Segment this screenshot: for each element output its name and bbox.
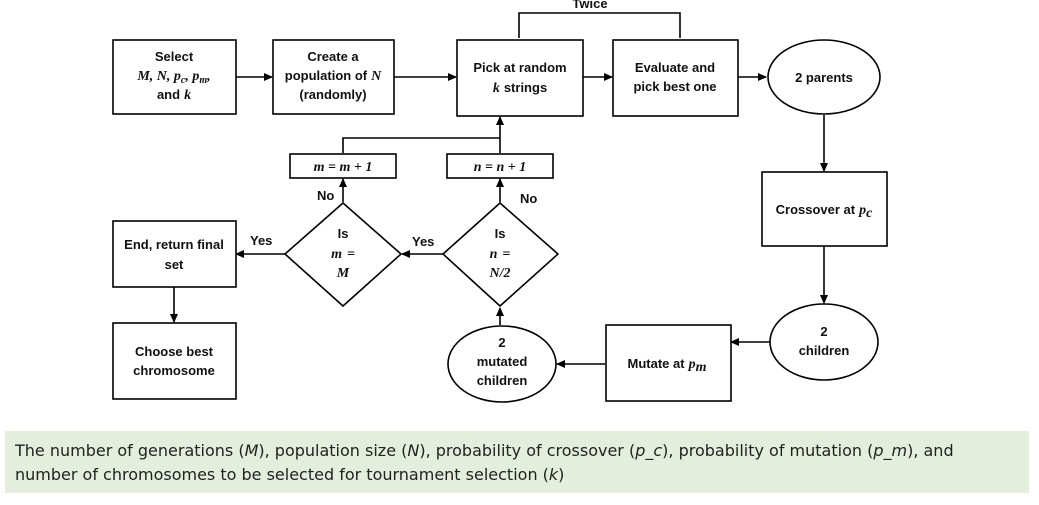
svg-text:Create a: Create a xyxy=(307,49,359,64)
svg-text:2 parents: 2 parents xyxy=(795,70,853,85)
svg-text:population ofN: population ofN xyxy=(285,68,382,84)
two-parents-ellipse: 2 parents xyxy=(767,39,881,115)
svg-text:set: set xyxy=(165,257,184,272)
yes-label-n: Yes xyxy=(412,234,434,249)
svg-text:children: children xyxy=(799,343,850,358)
svg-text:n = n + 1: n = n + 1 xyxy=(474,160,527,175)
decision-m-diamond: Is m= M xyxy=(283,201,403,308)
no-label-n: No xyxy=(520,191,537,206)
caption-text: The number of generations (M), populatio… xyxy=(15,441,954,484)
line-increment-m-to-pick xyxy=(342,137,500,153)
yes-label-m: Yes xyxy=(250,233,272,248)
svg-text:m = m + 1: m = m + 1 xyxy=(314,160,373,175)
caption-box: The number of generations (M), populatio… xyxy=(5,431,1029,493)
svg-text:Is: Is xyxy=(338,226,349,241)
svg-text:(randomly): (randomly) xyxy=(299,87,366,102)
svg-text:m=: m= xyxy=(331,247,355,262)
svg-text:Is: Is xyxy=(495,226,506,241)
connectors xyxy=(170,12,828,368)
svg-text:Select: Select xyxy=(155,49,194,64)
choose-best-box: Choose best chromosome xyxy=(112,322,237,400)
svg-text:Evaluate and: Evaluate and xyxy=(635,60,715,75)
svg-text:N/2: N/2 xyxy=(489,266,511,281)
increment-n-box: n = n + 1 xyxy=(446,153,554,179)
mutated-children-ellipse: 2 mutated children xyxy=(447,325,557,403)
svg-text:mutated: mutated xyxy=(477,354,528,369)
twice-label: Twice xyxy=(572,0,607,11)
twice-loop-line xyxy=(518,12,681,38)
svg-text:chromosome: chromosome xyxy=(133,363,215,378)
svg-text:n=: n= xyxy=(490,247,511,262)
two-children-ellipse: 2 children xyxy=(769,303,879,381)
svg-text:children: children xyxy=(477,373,528,388)
decision-n-diamond: Is n= N/2 xyxy=(441,201,560,308)
svg-text:M: M xyxy=(336,266,350,281)
genetic-algorithm-flowchart: Twice No No Yes Yes Select M, N, pc, pm,… xyxy=(112,0,888,403)
svg-text:Choose best: Choose best xyxy=(135,344,214,359)
svg-text:2: 2 xyxy=(498,335,505,350)
evaluate-box: Evaluate and pick best one xyxy=(612,39,739,117)
end-return-box: End, return final set xyxy=(112,220,237,288)
svg-text:pick best one: pick best one xyxy=(633,79,716,94)
svg-text:2: 2 xyxy=(820,324,827,339)
svg-text:End, return final: End, return final xyxy=(124,237,224,252)
svg-text:Pick at random: Pick at random xyxy=(473,60,566,75)
svg-text:M, N, pc, pm,: M, N, pc, pm, xyxy=(136,69,210,86)
increment-m-box: m = m + 1 xyxy=(289,153,397,179)
no-label-m: No xyxy=(317,188,334,203)
